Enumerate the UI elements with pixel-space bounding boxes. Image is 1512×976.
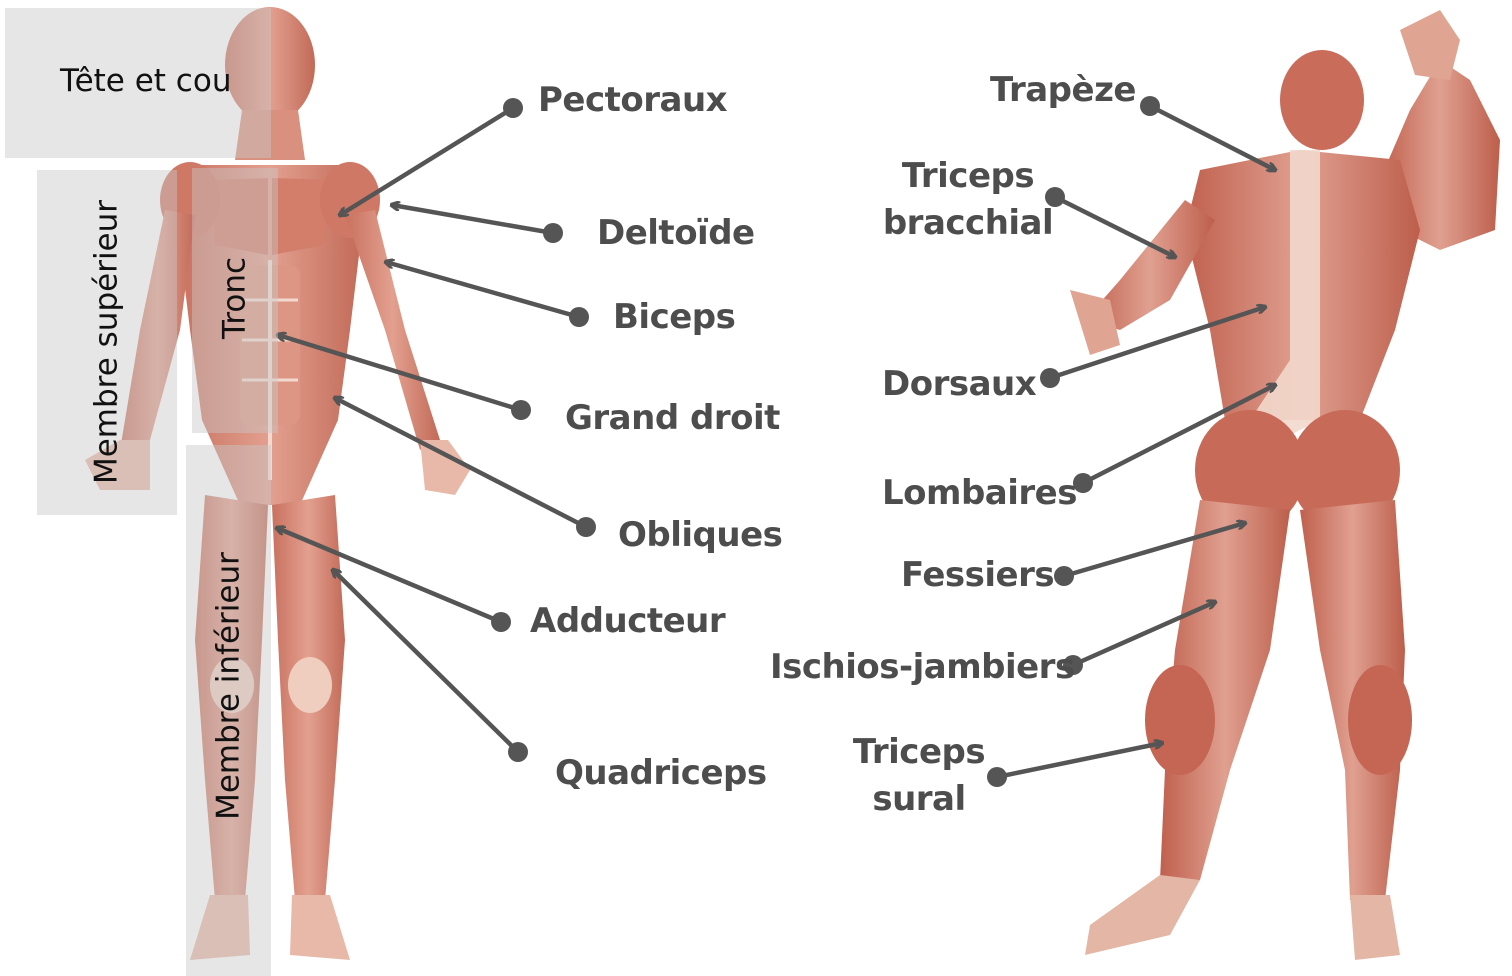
label-fessiers: Fessiers — [901, 553, 1054, 599]
back-figure — [1070, 10, 1500, 960]
region-upper-limb-label: Membre supérieur — [92, 200, 123, 484]
label-triceps-bracchial-line1: Triceps — [902, 154, 1034, 200]
region-head-neck-label: Tête et cou — [60, 66, 231, 97]
region-lower-limb-label: Membre inférieur — [214, 552, 245, 820]
label-triceps-sural-line2: sural — [872, 777, 965, 823]
label-quadriceps: Quadriceps — [555, 751, 767, 797]
pointer-biceps — [386, 262, 579, 317]
label-triceps-sural-line1: Triceps — [853, 730, 985, 776]
label-lombaires: Lombaires — [882, 471, 1077, 517]
label-obliques: Obliques — [618, 513, 782, 559]
label-triceps-bracchial-line2: bracchial — [883, 201, 1053, 247]
label-deltoide: Deltoïde — [597, 211, 755, 257]
label-dorsaux: Dorsaux — [882, 362, 1036, 408]
pointer-pectoraux — [340, 108, 513, 215]
label-adducteur: Adducteur — [530, 599, 725, 645]
label-grand-droit: Grand droit — [565, 396, 780, 442]
pointer-quadriceps — [333, 570, 518, 752]
pointer-deltoide — [392, 205, 553, 233]
pointer-trapeze — [1150, 106, 1275, 170]
region-trunk-label: Tronc — [220, 257, 251, 339]
pointer-triceps-sural — [997, 743, 1162, 777]
label-pectoraux: Pectoraux — [538, 78, 727, 124]
label-ischios-jambiers: Ischios-jambiers — [770, 645, 1075, 691]
label-biceps: Biceps — [613, 295, 735, 341]
pointer-triceps-bracchial — [1055, 197, 1175, 257]
pointer-obliques — [335, 398, 586, 527]
label-trapeze: Trapèze — [990, 68, 1136, 114]
